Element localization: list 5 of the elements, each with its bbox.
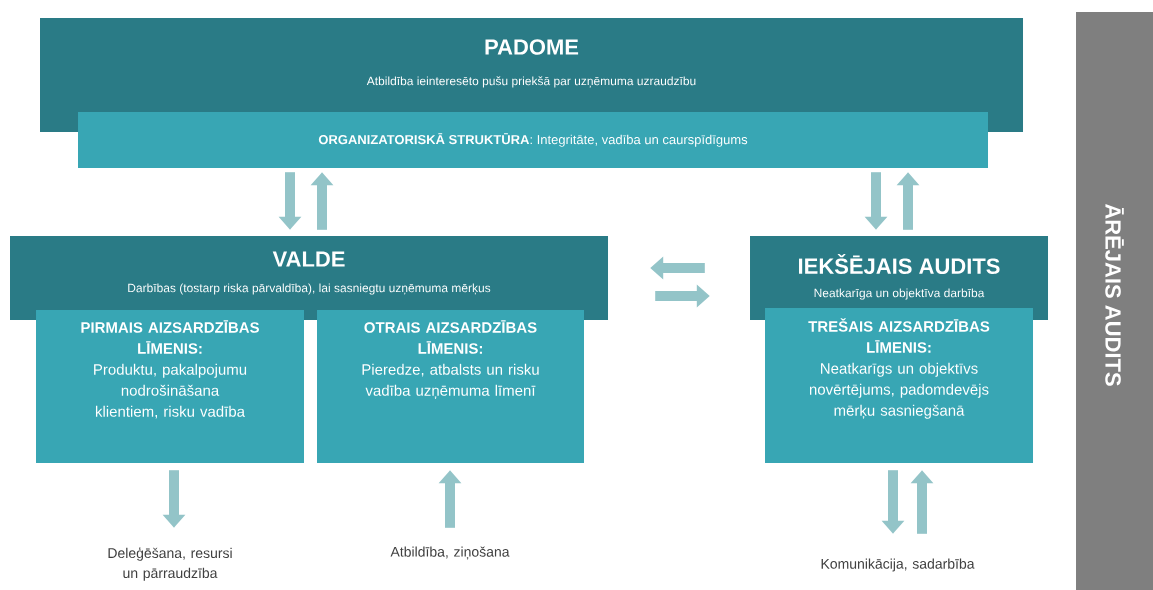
structure-band: ORGANIZATORISKĀ STRUKTŪRA: Integritāte, vadība un caurspīdīgums: [78, 112, 988, 168]
note-text: Deleģēšana, resursi un pārraudzība: [108, 547, 232, 581]
note-text: Komunikācija, sadarbība: [821, 558, 975, 572]
note-text: Atbildība, ziņošana: [390, 546, 510, 560]
external-audit-band: ĀRĒJAIS AUDITS: [1076, 12, 1153, 590]
